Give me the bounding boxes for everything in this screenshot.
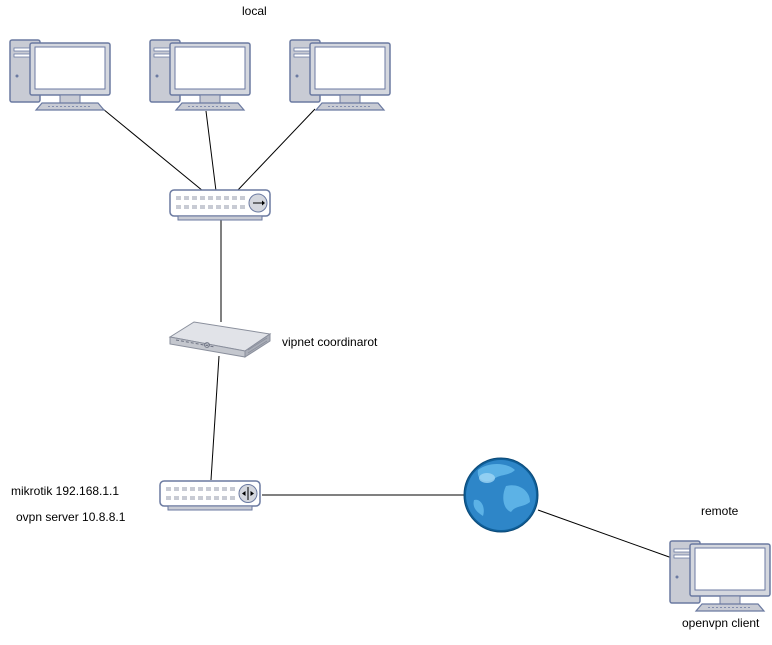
- link-vipnet-mikrotik: [210, 355, 220, 481]
- connections: [102, 108, 673, 559]
- link-pc1-switch: [102, 108, 204, 192]
- label-openvpn-client: openvpn client: [682, 616, 760, 630]
- link-pc2-switch: [205, 110, 217, 192]
- internet-globe[interactable]: [463, 457, 539, 533]
- switch-device[interactable]: [169, 189, 271, 221]
- workstation-pc-3[interactable]: [289, 39, 391, 111]
- link-pc3-switch: [236, 108, 316, 192]
- mikrotik-router[interactable]: [159, 480, 261, 511]
- workstation-remote-pc[interactable]: [669, 540, 771, 612]
- arrow-right-icon: [248, 193, 268, 213]
- workstation-pc-1[interactable]: [9, 39, 111, 111]
- label-ovpn-server: ovpn server 10.8.8.1: [16, 510, 126, 524]
- link-internet-remote: [537, 509, 673, 559]
- label-mikrotik: mikrotik 192.168.1.1: [11, 484, 120, 498]
- workstation-pc-2[interactable]: [149, 39, 251, 111]
- label-vipnet-coordinator: vipnet coordinarot: [282, 335, 378, 349]
- label-remote: remote: [701, 504, 739, 518]
- label-local: local: [242, 4, 267, 18]
- vipnet-server-appliance[interactable]: [168, 321, 272, 358]
- router-arrows-icon: [238, 484, 258, 503]
